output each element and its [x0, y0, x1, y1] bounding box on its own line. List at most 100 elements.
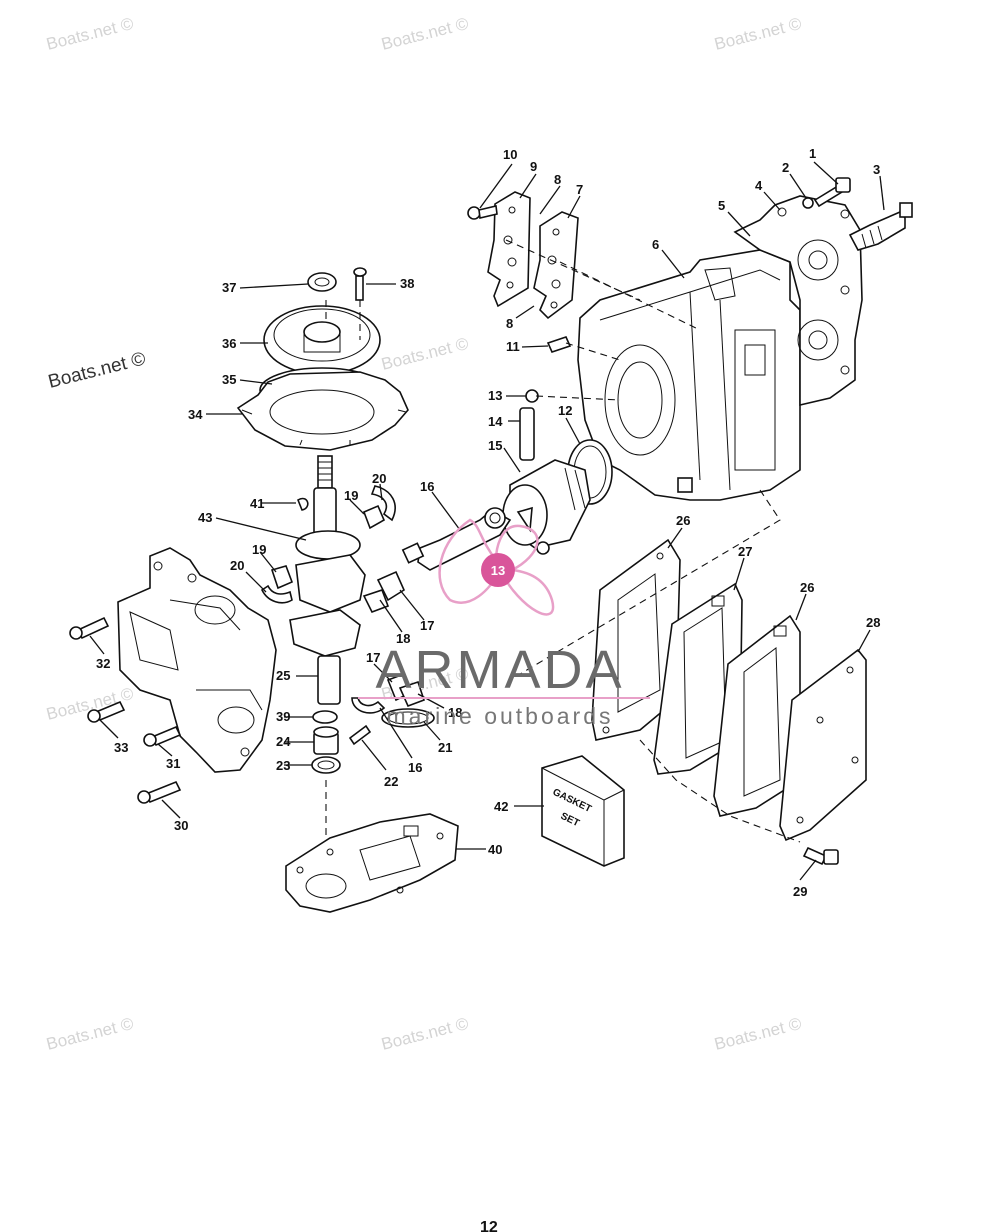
callout: 35 — [222, 372, 236, 387]
watermark: Boats.net © — [44, 1014, 135, 1054]
crankcase-screws — [69, 616, 182, 804]
watermark: Boats.net © — [712, 1014, 803, 1054]
bearing-19 — [270, 504, 386, 590]
callout: 25 — [276, 668, 290, 683]
callout: 8 — [506, 316, 513, 331]
callout-labels: 1 2 3 4 5 6 7 8 8 9 10 11 12 13 14 15 16… — [96, 146, 880, 899]
callout: 14 — [488, 414, 503, 429]
assembly-lines — [325, 239, 801, 843]
armada-badge-number: 13 — [491, 563, 505, 578]
callout: 10 — [503, 147, 517, 162]
callout: 22 — [384, 774, 398, 789]
armada-wordmark: ARMADA — [375, 640, 624, 700]
callout: 2 — [782, 160, 789, 175]
callout: 23 — [276, 758, 290, 773]
leader-lines — [89, 161, 885, 881]
callout: 32 — [96, 656, 110, 671]
callout: 26 — [800, 580, 814, 595]
retaining-ring-21 — [381, 708, 435, 728]
base-gasket-40 — [285, 813, 459, 913]
gasket-26 — [591, 538, 681, 741]
dowel-pin-11 — [546, 336, 572, 353]
callout: 34 — [188, 407, 203, 422]
head-bolt — [802, 177, 851, 209]
screw-38 — [353, 267, 367, 301]
rod-cap-16-lower — [351, 697, 386, 714]
armada-logo: 13 ARMADA marine outboards — [358, 518, 650, 729]
callout: 16 — [408, 760, 422, 775]
armada-tagline: marine outboards — [387, 703, 614, 729]
armada-badge — [481, 553, 515, 587]
callout: 3 — [873, 162, 880, 177]
connecting-rod-16 — [401, 507, 512, 571]
callout: 31 — [166, 756, 180, 771]
callout: 11 — [506, 339, 520, 354]
callout: 28 — [866, 615, 880, 630]
callout: 27 — [738, 544, 752, 559]
exhaust-plate-7 — [533, 211, 579, 320]
callout: 40 — [488, 842, 502, 857]
callout: 20 — [372, 471, 386, 486]
spark-plug — [848, 202, 913, 251]
cover-screw-29 — [802, 846, 839, 866]
crankcase — [117, 547, 277, 773]
callout: 4 — [755, 178, 763, 193]
watermark: Boats.net © — [379, 1014, 470, 1054]
screw-22 — [348, 724, 372, 746]
callout: 33 — [114, 740, 128, 755]
cylinder-block — [577, 249, 801, 501]
callout: 42 — [494, 799, 508, 814]
callout: 19 — [252, 542, 266, 557]
callout: 38 — [400, 276, 414, 291]
seal-23 — [311, 756, 341, 774]
callout: 7 — [576, 182, 583, 197]
callout: 5 — [718, 198, 725, 213]
cylinder-head — [733, 195, 863, 407]
callout: 19 — [344, 488, 358, 503]
callout: 18 — [396, 631, 410, 646]
watermark: Boats.net © — [712, 14, 803, 54]
piston-15 — [502, 459, 591, 549]
watermark: Boats.net © — [379, 334, 470, 374]
page-number: 12 — [480, 1219, 498, 1232]
callout: 12 — [558, 403, 572, 418]
watermark: Boats.net © — [46, 348, 148, 392]
callout: 15 — [488, 438, 502, 453]
cover-plate-28 — [779, 648, 867, 842]
callout: 24 — [276, 734, 291, 749]
callout: 17 — [420, 618, 434, 633]
watermark: Boats.net © — [44, 14, 135, 54]
retainer-plate-36 — [263, 305, 381, 375]
bearing-cage-20 — [260, 485, 396, 604]
callout: 29 — [793, 884, 807, 899]
gasket-26b — [713, 614, 801, 817]
callout: 17 — [366, 650, 380, 665]
callout: 9 — [530, 159, 537, 174]
gasket-set-box: GASKET SET — [541, 755, 625, 867]
callout: 21 — [438, 740, 452, 755]
callout: 6 — [652, 237, 659, 252]
seal-39 — [312, 710, 338, 724]
callout: 26 — [676, 513, 690, 528]
bearing-17-18 — [362, 570, 426, 708]
watermark-group: Boats.net © Boats.net © Boats.net © Boat… — [44, 14, 803, 1054]
callout: 20 — [230, 558, 244, 573]
callout: 18 — [448, 705, 462, 720]
callout: 43 — [198, 510, 212, 525]
callout: 8 — [554, 172, 561, 187]
crankshaft-43 — [289, 455, 366, 705]
watermark: Boats.net © — [379, 14, 470, 54]
woodruff-key-41 — [297, 497, 309, 511]
stator-base-34 — [236, 371, 409, 451]
callout: 13 — [488, 388, 502, 403]
plate-screw-10 — [467, 205, 498, 220]
callout: 1 — [809, 146, 816, 161]
callout: 37 — [222, 280, 236, 295]
callout: 41 — [250, 496, 264, 511]
piston-pin-14 — [519, 407, 535, 461]
bearing-24 — [313, 726, 339, 755]
callout: 39 — [276, 709, 290, 724]
callout: 36 — [222, 336, 236, 351]
callout: 16 — [420, 479, 434, 494]
